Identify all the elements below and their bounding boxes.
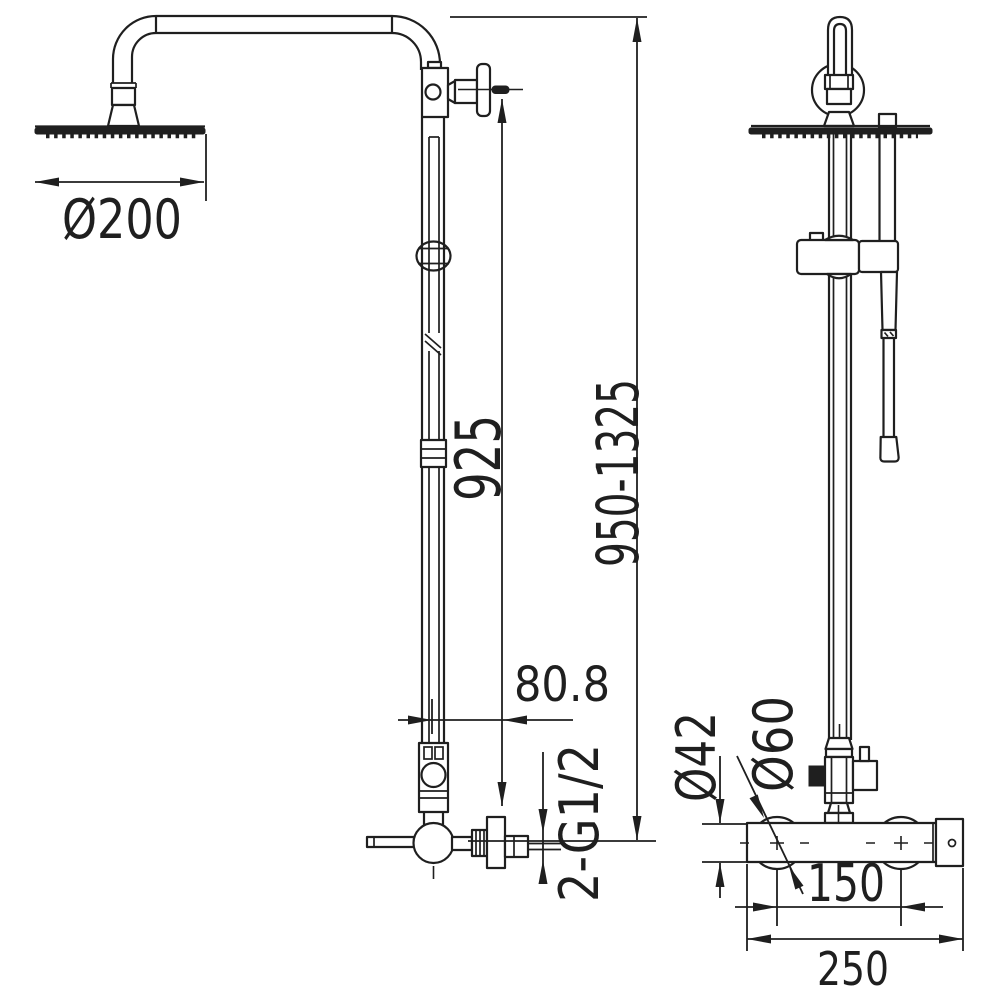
dim-label-outlet-offset: 80.8	[514, 657, 610, 713]
thermostatic-valve-front	[740, 736, 965, 871]
mixer-valve-side	[365, 741, 561, 879]
front-view	[740, 15, 965, 871]
dim-label-drop-height: 925	[442, 415, 515, 501]
wall-flange-side	[485, 815, 507, 870]
dim-label-valve-body-diameter: Ø42	[665, 712, 728, 802]
hose-outlet-nipple	[491, 85, 510, 94]
clamp-screw	[424, 83, 442, 101]
column-sleeve	[419, 438, 448, 469]
overhead-shower-head-front	[748, 112, 933, 139]
dim-label-head-diameter: Ø200	[62, 188, 182, 251]
dim-total-height: 950-1325	[450, 16, 656, 842]
top-outlet-assembly	[420, 60, 523, 119]
dim-drop-height: 925	[442, 99, 515, 806]
side-view	[34, 14, 561, 879]
hand-shower	[879, 270, 900, 463]
right-center-mark	[866, 836, 933, 850]
dim-thread-spec: 2-G1/2	[538, 744, 611, 902]
dim-head-diameter: Ø200	[35, 134, 207, 251]
telescopic-break-mark	[424, 333, 442, 356]
left-center-mark	[740, 836, 809, 850]
dim-label-thread-spec: 2-G1/2	[548, 744, 611, 902]
dimensions: Ø200 925 950-1325 80.8 2-G1	[35, 16, 964, 996]
overhead-shower-head-side	[34, 125, 206, 139]
riser-column	[415, 117, 452, 743]
dim-label-flange-diameter: Ø60	[742, 696, 805, 792]
dim-outlet-offset: 80.8	[398, 657, 610, 734]
slide-rail	[827, 133, 897, 740]
valve-body-circle	[412, 821, 455, 865]
hand-shower-cone	[879, 435, 900, 463]
diverter-body-front	[823, 755, 855, 805]
hand-shower-cradle-tube	[878, 133, 897, 240]
dim-flange-diameter: Ø60	[736, 696, 805, 895]
dim-valve-width: 250	[746, 864, 964, 996]
dim-label-valve-width: 250	[817, 942, 889, 996]
slider-bracket	[795, 231, 900, 280]
shower-arm-front	[810, 15, 866, 128]
dim-label-inlet-spacing: 150	[807, 854, 885, 914]
dim-valve-body-diameter: Ø42	[665, 712, 748, 898]
end-cap-screw	[947, 838, 957, 848]
valve-bar-end-cap	[934, 817, 965, 868]
inlet-nipple	[503, 834, 530, 859]
hand-shower-grip	[879, 270, 899, 332]
dim-inlet-spacing: 150	[735, 854, 943, 926]
temperature-knob	[808, 765, 825, 787]
shower-arm	[106, 14, 442, 128]
dim-label-total-height: 950-1325	[584, 379, 652, 567]
